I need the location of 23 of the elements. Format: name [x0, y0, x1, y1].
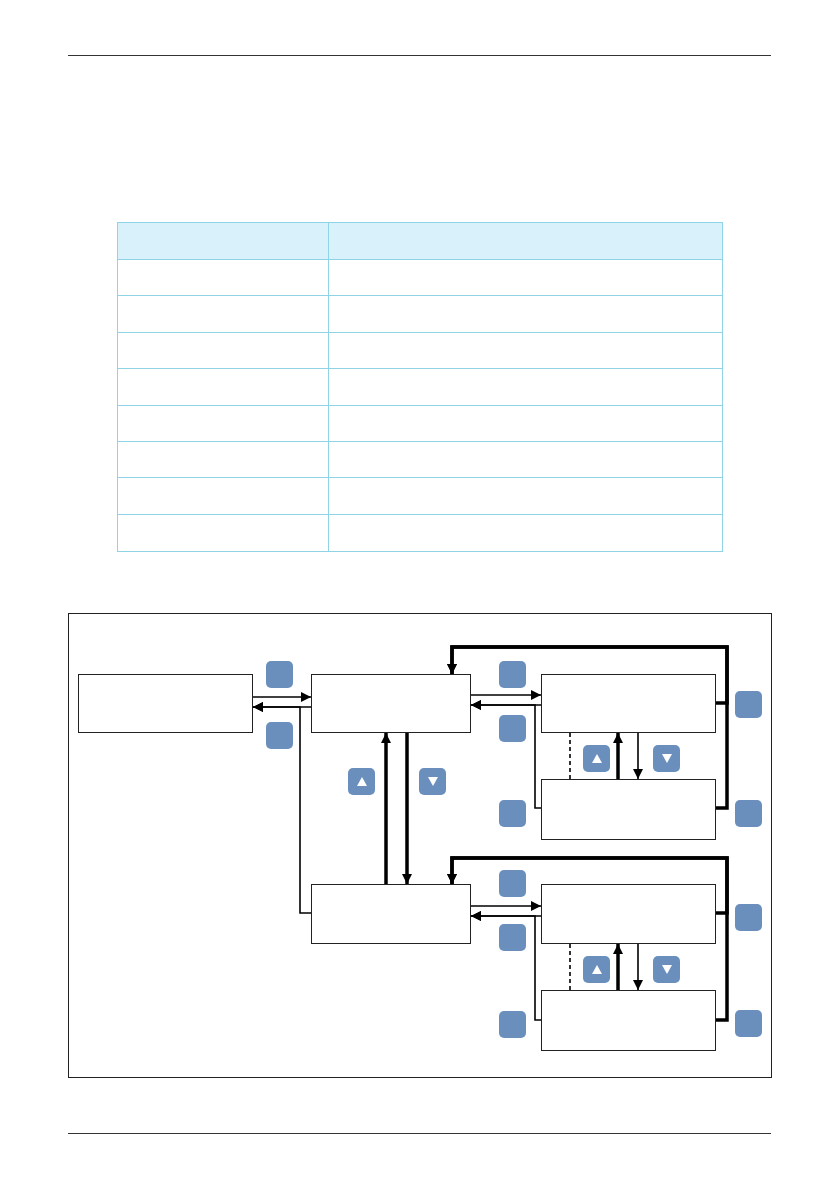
- arrow: [252, 692, 312, 702]
- arrow: [447, 645, 729, 810]
- arrow: [470, 901, 542, 911]
- arrow: [470, 690, 542, 700]
- arrow: [613, 733, 623, 779]
- arrow: [381, 733, 391, 884]
- display-box: [78, 674, 253, 733]
- display-box: [541, 779, 716, 840]
- arrow: [470, 911, 542, 1021]
- display-box: [311, 674, 471, 733]
- arrow: [613, 944, 623, 990]
- arrow: [252, 702, 312, 914]
- dashed-line: [569, 943, 571, 991]
- display-box: [311, 884, 471, 944]
- display-box: [541, 990, 716, 1051]
- arrow: [447, 856, 729, 1022]
- dashed-line: [569, 732, 571, 780]
- arrow: [470, 700, 542, 809]
- display-box: [541, 674, 716, 733]
- arrow: [402, 733, 412, 884]
- display-box: [541, 884, 716, 944]
- arrow: [633, 732, 643, 780]
- arrow: [633, 943, 643, 991]
